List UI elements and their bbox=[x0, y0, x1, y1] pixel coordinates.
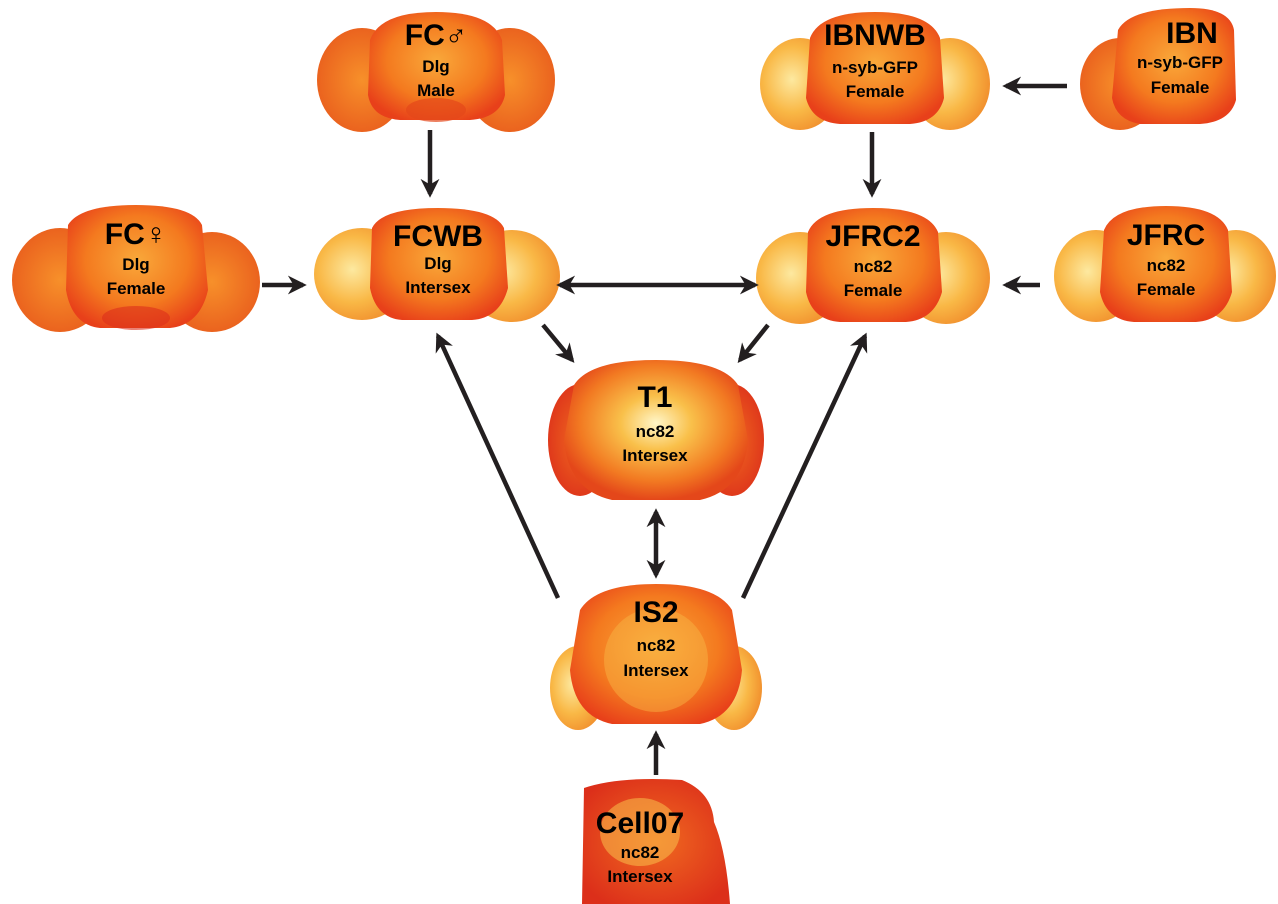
node-sex: Female bbox=[844, 281, 903, 300]
node-title: FCWB bbox=[393, 220, 483, 253]
node-ibnwb: IBNWB n-syb-GFP Female bbox=[760, 12, 990, 130]
brain-image-is2 bbox=[550, 584, 762, 730]
node-title: FC♂ bbox=[405, 19, 468, 52]
node-sex: Female bbox=[1137, 280, 1196, 299]
node-marker: Dlg bbox=[424, 254, 451, 273]
edge-is2-jfrc2 bbox=[740, 332, 868, 599]
node-jfrc2: JFRC2 nc82 Female bbox=[756, 208, 990, 324]
brain-image-jfrc bbox=[1054, 206, 1276, 322]
node-title: T1 bbox=[637, 381, 672, 414]
node-cell07: Cell07 nc82 Intersex bbox=[582, 779, 730, 904]
brain-image-cell07 bbox=[582, 779, 730, 904]
node-fcwb: FCWB Dlg Intersex bbox=[314, 208, 560, 322]
node-marker: n-syb-GFP bbox=[1137, 53, 1223, 72]
node-fcm: FC♂ Dlg Male bbox=[317, 12, 555, 132]
node-marker: Dlg bbox=[422, 57, 449, 76]
node-sex: Intersex bbox=[607, 867, 673, 886]
node-marker: nc82 bbox=[636, 422, 675, 441]
node-sex: Female bbox=[1151, 78, 1210, 97]
node-sex: Female bbox=[846, 82, 905, 101]
brain-image-fcf bbox=[12, 205, 260, 332]
brain-image-jfrc2 bbox=[756, 208, 990, 324]
node-marker: nc82 bbox=[854, 257, 893, 276]
node-title: FC♀ bbox=[105, 218, 168, 251]
node-sex: Intersex bbox=[622, 446, 688, 465]
node-title: IBN bbox=[1166, 17, 1218, 50]
node-title: IBNWB bbox=[824, 19, 926, 52]
node-title: JFRC2 bbox=[825, 220, 920, 253]
brain-image-ibnwb bbox=[760, 12, 990, 130]
edge-layer bbox=[262, 76, 1067, 775]
node-sex: Male bbox=[417, 81, 455, 100]
brain-image-ibn bbox=[1080, 8, 1236, 130]
node-title: JFRC bbox=[1127, 219, 1205, 252]
edge-jfrc2-t1 bbox=[737, 323, 770, 363]
node-marker: nc82 bbox=[621, 843, 660, 862]
edge-is2-fcwb bbox=[435, 332, 561, 599]
node-t1: T1 nc82 Intersex bbox=[548, 360, 764, 500]
node-title: IS2 bbox=[633, 596, 678, 629]
edge-fcwb-t1 bbox=[541, 323, 575, 363]
node-is2: IS2 nc82 Intersex bbox=[550, 584, 762, 730]
node-marker: nc82 bbox=[637, 636, 676, 655]
brain-image-fcwb bbox=[314, 208, 560, 322]
brain-image-t1 bbox=[548, 360, 764, 500]
node-marker: Dlg bbox=[122, 255, 149, 274]
node-sex: Intersex bbox=[623, 661, 689, 680]
node-marker: n-syb-GFP bbox=[832, 58, 918, 77]
node-ibn: IBN n-syb-GFP Female bbox=[1080, 8, 1236, 130]
node-title: Cell07 bbox=[596, 807, 684, 840]
node-jfrc: JFRC nc82 Female bbox=[1054, 206, 1276, 322]
node-sex: Female bbox=[107, 279, 166, 298]
node-fcf: FC♀ Dlg Female bbox=[12, 205, 260, 332]
node-sex: Intersex bbox=[405, 278, 471, 297]
brain-image-fcm bbox=[317, 12, 555, 132]
node-marker: nc82 bbox=[1147, 256, 1186, 275]
